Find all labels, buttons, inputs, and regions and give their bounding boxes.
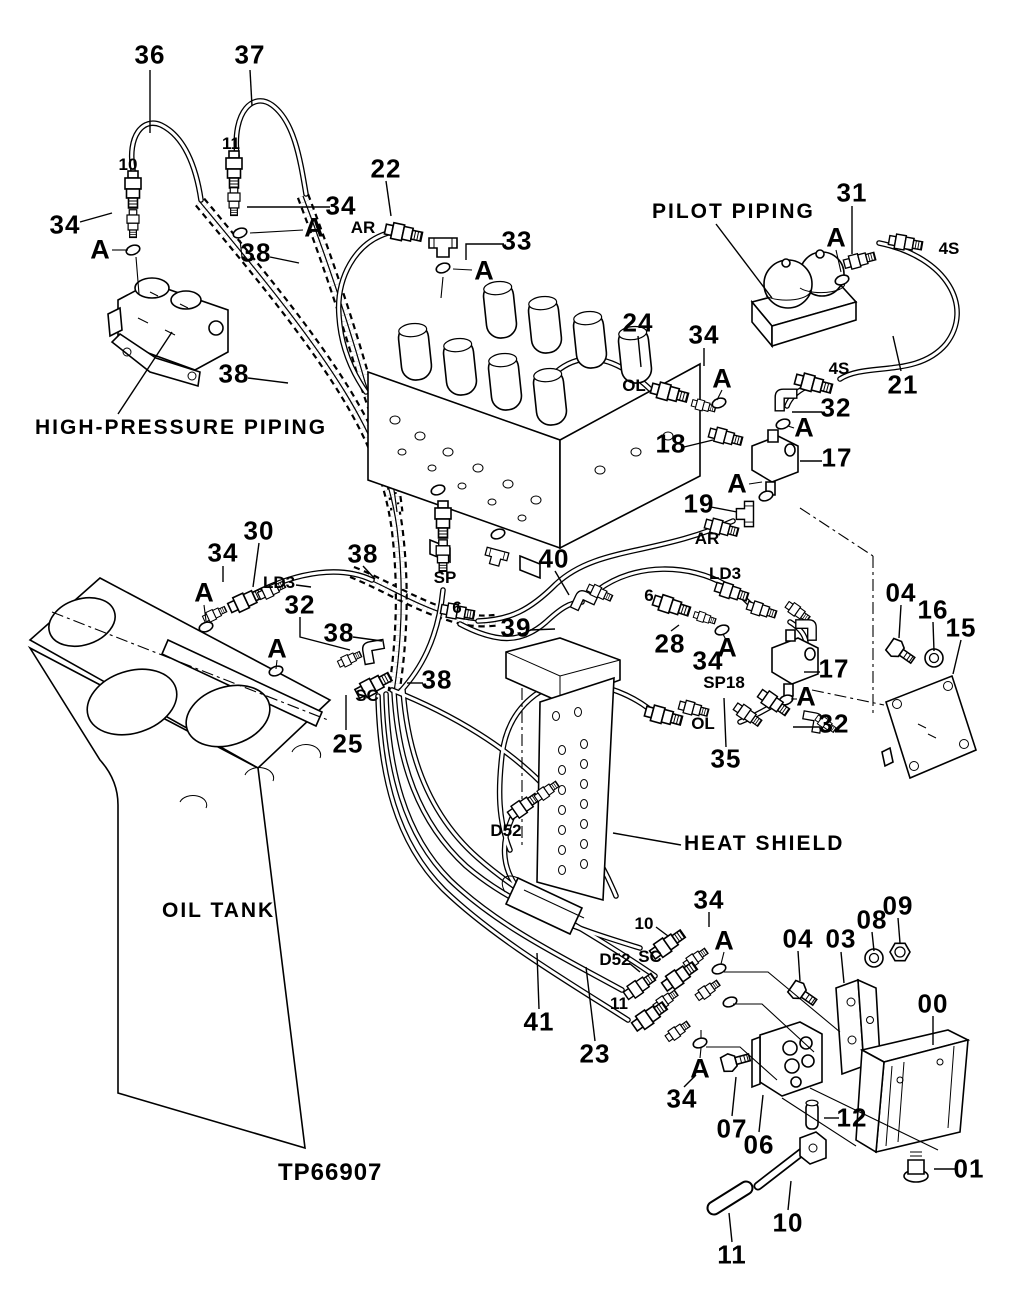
nut-09 xyxy=(889,942,911,962)
bolt-04-upper xyxy=(883,636,919,669)
hose-clamp-41 xyxy=(501,875,585,936)
junction-block-17-upper xyxy=(751,429,799,496)
pilot-valve xyxy=(750,249,858,349)
high-pressure-valve xyxy=(107,277,229,388)
bolt-07 xyxy=(719,1047,753,1075)
rod-10 xyxy=(753,1131,827,1191)
heat-shield xyxy=(505,637,621,902)
alignment-lines xyxy=(799,507,885,716)
marker-pointer-lines xyxy=(112,229,842,1059)
grip-11 xyxy=(706,1180,754,1216)
mounting-bracket-00 xyxy=(855,1029,971,1154)
bolt-04-lower xyxy=(785,978,821,1011)
leader-lines xyxy=(79,69,962,1243)
oil-tank xyxy=(27,577,332,1150)
construction-lines xyxy=(706,971,939,1151)
bolt-01 xyxy=(903,1151,929,1183)
washer-08 xyxy=(864,948,884,968)
washer-16 xyxy=(924,648,944,668)
main-control-valve xyxy=(367,279,701,580)
pilot-shutoff-valve-06 xyxy=(751,1021,823,1097)
cover-plate-15 xyxy=(881,674,977,780)
